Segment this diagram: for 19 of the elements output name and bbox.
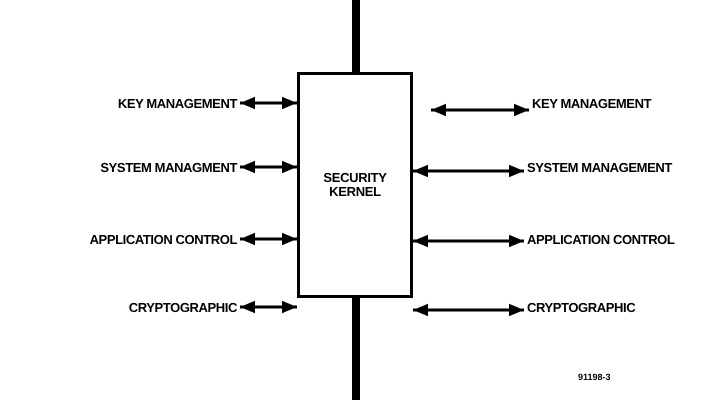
kernel-box	[297, 72, 413, 298]
kernel-label: SECURITY KERNEL	[322, 171, 388, 199]
double-arrow	[431, 104, 529, 116]
function-label: SYSTEM MANAGMENT	[30, 158, 237, 176]
double-arrow	[240, 232, 297, 246]
figure-number: 91198-3	[578, 372, 611, 382]
function-label: CRYPTOGRAPHIC	[527, 298, 710, 316]
function-label: CRYPTOGRAPHIC	[30, 298, 237, 316]
double-arrow	[240, 300, 297, 314]
function-label: KEY MANAGEMENT	[532, 94, 710, 112]
function-label: KEY MANAGEMENT	[30, 94, 237, 112]
function-label: SYSTEM MANAGEMENT	[527, 158, 710, 176]
function-label: APPLICATION CONTROL	[0, 230, 237, 248]
double-arrow	[240, 96, 297, 110]
double-arrow	[413, 164, 524, 178]
double-arrow	[413, 234, 524, 248]
double-arrow	[240, 160, 297, 174]
function-label: APPLICATION CONTROL	[527, 230, 710, 248]
double-arrow	[413, 304, 524, 316]
